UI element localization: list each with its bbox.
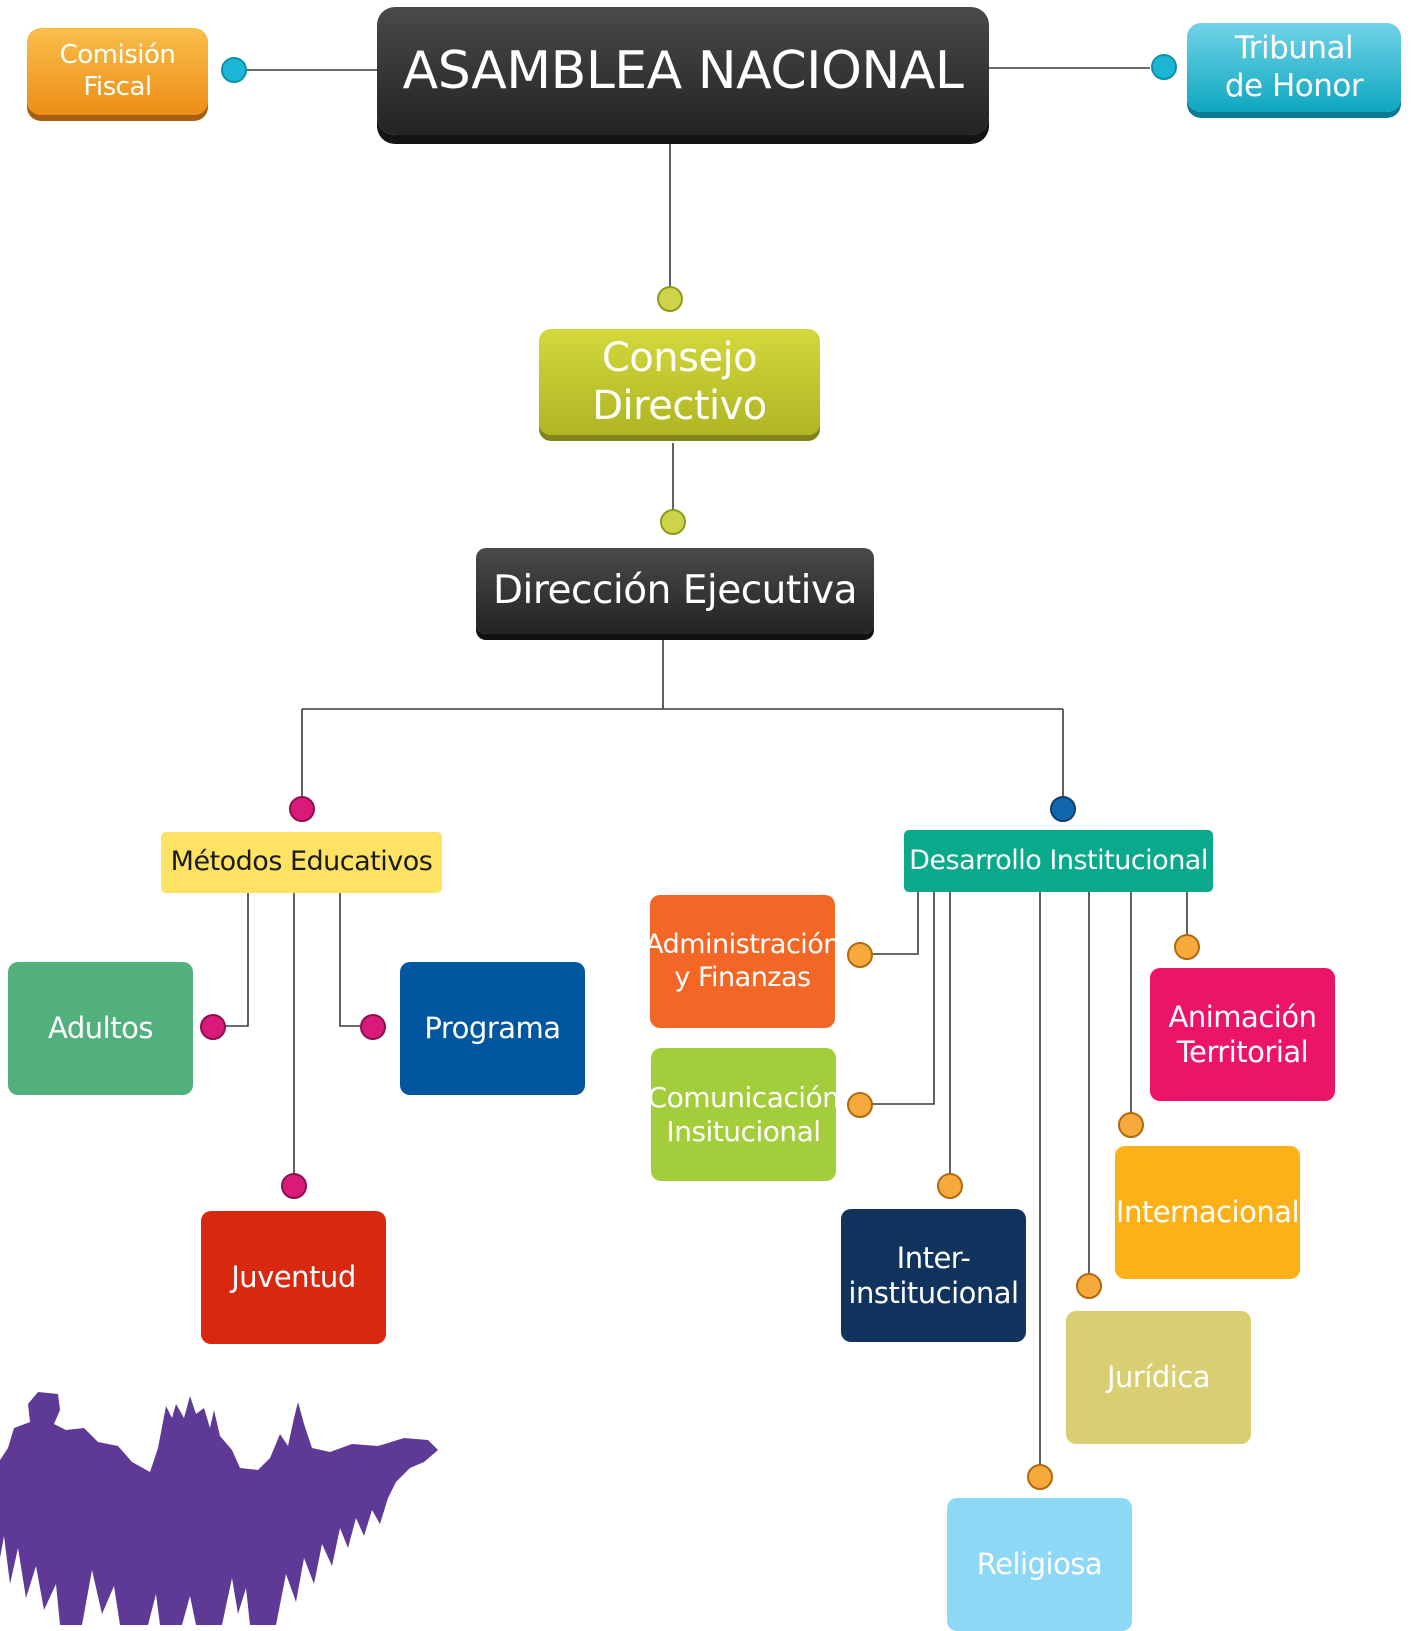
comision-fiscal-box: Comisión Fiscal bbox=[27, 28, 208, 115]
admin-line-2: y Finanzas bbox=[674, 961, 811, 993]
adultos-label: Adultos bbox=[48, 1011, 153, 1046]
programa-label: Programa bbox=[424, 1011, 561, 1046]
connector-dot bbox=[1118, 1112, 1144, 1138]
animacion-line-1: Animación bbox=[1168, 999, 1317, 1034]
connector-dot bbox=[657, 286, 683, 312]
asamblea-nacional-title: ASAMBLEA NACIONAL bbox=[402, 40, 964, 101]
metodos-educativos-label: Métodos Educativos bbox=[170, 846, 433, 878]
consejo-line-2: Directivo bbox=[592, 383, 767, 429]
connector-dot bbox=[847, 942, 873, 968]
juventud-label: Juventud bbox=[231, 1260, 356, 1295]
connector-dot bbox=[200, 1014, 226, 1040]
adultos-box: Adultos bbox=[8, 962, 193, 1095]
consejo-directivo-box: Consejo Directivo bbox=[539, 329, 820, 435]
desarrollo-institucional-label: Desarrollo Institucional bbox=[909, 844, 1208, 876]
direccion-ejecutiva-title: Dirección Ejecutiva bbox=[493, 567, 857, 613]
administracion-finanzas-box: Administración y Finanzas bbox=[645, 895, 840, 1028]
juridica-label: Jurídica bbox=[1106, 1360, 1211, 1395]
interinstitucional-box: Inter- institucional bbox=[841, 1209, 1026, 1342]
tribunal-line-2: de Honor bbox=[1224, 67, 1364, 104]
animacion-line-2: Territorial bbox=[1176, 1034, 1309, 1069]
direccion-ejecutiva-box: Dirección Ejecutiva bbox=[476, 548, 874, 634]
admin-line-1: Administración bbox=[645, 929, 840, 961]
connector-dot bbox=[1151, 54, 1177, 80]
connector-dot bbox=[1050, 796, 1076, 822]
connector-dot bbox=[1027, 1464, 1053, 1490]
connector-dot bbox=[281, 1173, 307, 1199]
connector-dot bbox=[360, 1014, 386, 1040]
connector-dot bbox=[937, 1173, 963, 1199]
religiosa-box: Religiosa bbox=[947, 1498, 1132, 1631]
internacional-box: Internacional bbox=[1115, 1146, 1300, 1279]
comision-fiscal-line-1: Comisión bbox=[59, 40, 176, 71]
comision-fiscal-line-2: Fiscal bbox=[83, 71, 152, 102]
internacional-label: Internacional bbox=[1115, 1195, 1300, 1230]
tribunal-de-honor-box: Tribunal de Honor bbox=[1187, 23, 1401, 112]
asamblea-nacional-box: ASAMBLEA NACIONAL bbox=[377, 7, 989, 135]
desarrollo-institucional-box: Desarrollo Institucional bbox=[904, 830, 1213, 892]
connector-dot bbox=[660, 509, 686, 535]
connector-dot bbox=[1174, 934, 1200, 960]
connector-dot bbox=[221, 57, 247, 83]
consejo-line-1: Consejo bbox=[601, 335, 758, 381]
comunicacion-line-1: Comunicación bbox=[647, 1080, 840, 1114]
metodos-educativos-box: Métodos Educativos bbox=[161, 832, 442, 893]
connector-dot bbox=[1076, 1273, 1102, 1299]
juventud-box: Juventud bbox=[201, 1211, 386, 1344]
programa-box: Programa bbox=[400, 962, 585, 1095]
religiosa-label: Religiosa bbox=[976, 1547, 1103, 1582]
connector-dot bbox=[847, 1092, 873, 1118]
comunicacion-line-2: Insitucional bbox=[666, 1114, 821, 1148]
connector-dot bbox=[289, 796, 315, 822]
inter-line-1: Inter- bbox=[896, 1240, 971, 1275]
animacion-territorial-box: Animación Territorial bbox=[1150, 968, 1335, 1101]
juridica-box: Jurídica bbox=[1066, 1311, 1251, 1444]
inter-line-2: institucional bbox=[848, 1275, 1019, 1310]
scouts-silhouette-illustration bbox=[0, 1392, 438, 1625]
tribunal-line-1: Tribunal bbox=[1234, 30, 1354, 67]
comunicacion-institucional-box: Comunicación Insitucional bbox=[648, 1048, 840, 1181]
